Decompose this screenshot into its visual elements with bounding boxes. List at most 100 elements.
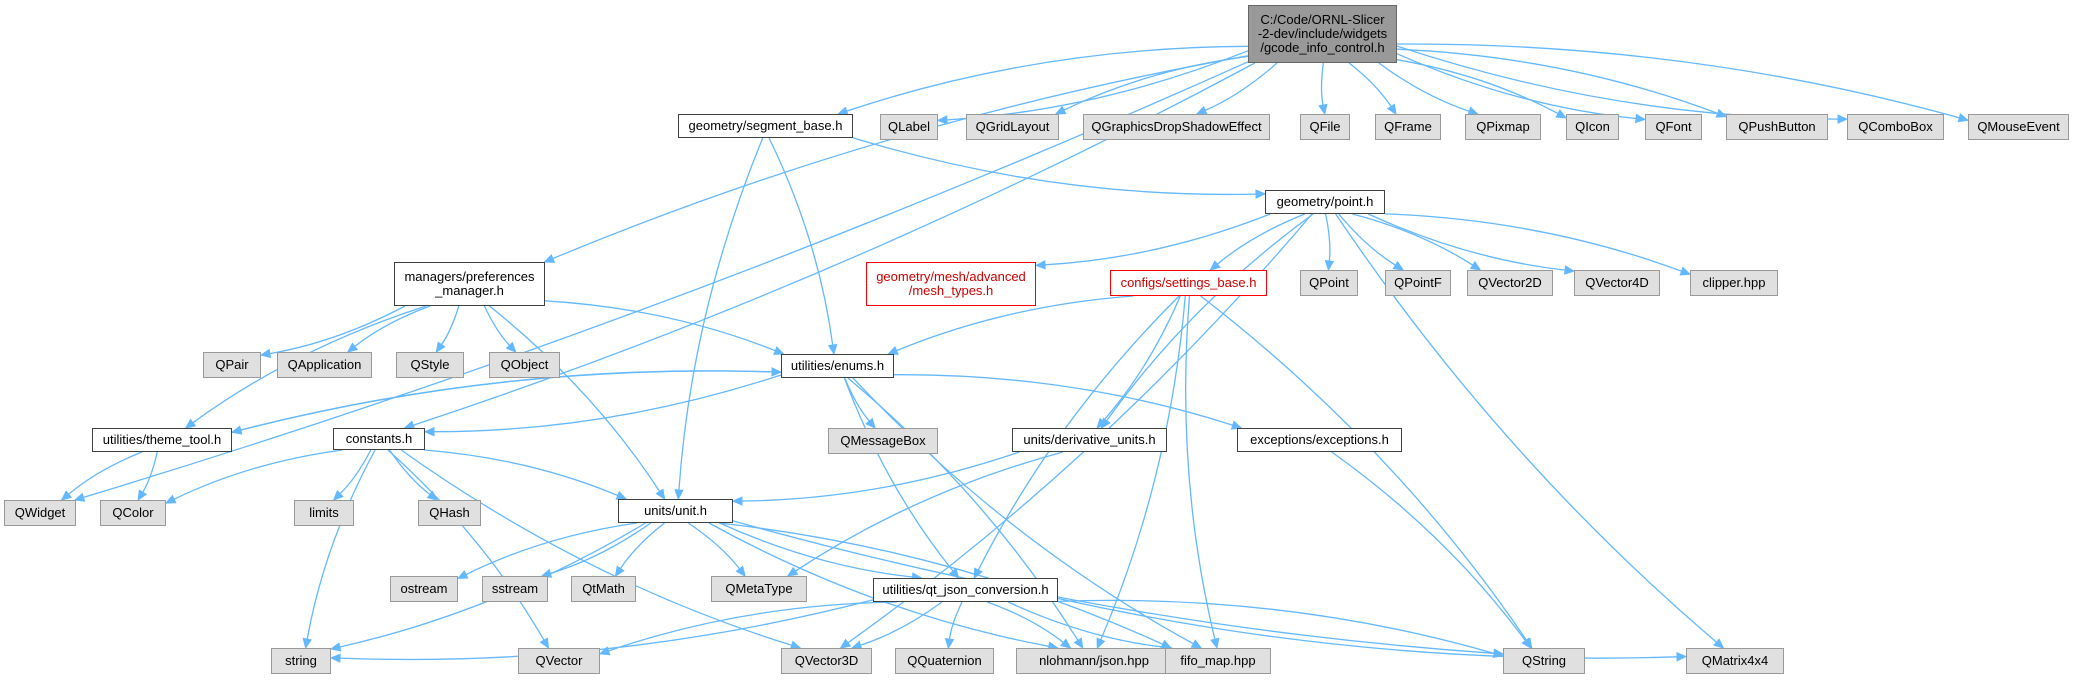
- node-label: QVector2D: [1478, 276, 1542, 290]
- node-qpoint[interactable]: QPoint: [1300, 270, 1358, 296]
- edge-unit-to-fifo: [718, 522, 1164, 645]
- edge-arrowhead-prefs-to-unit: [655, 488, 666, 501]
- edge-enums-to-constants: [433, 374, 782, 433]
- edge-arrowhead-enums-to-qmessagebox: [865, 417, 876, 429]
- node-label-line: fifo_map.hpp: [1180, 653, 1256, 668]
- edge-arrowhead-point-to-qvector4d: [1564, 265, 1576, 275]
- edge-root-to-qshadow: [1204, 62, 1278, 111]
- edge-arrowhead-prefs-to-qapplication: [346, 342, 359, 353]
- node-label-line: QStyle: [410, 357, 450, 372]
- node-qhash[interactable]: QHash: [418, 500, 481, 526]
- node-qtjson[interactable]: utilities/qt_json_conversion.h: [873, 578, 1058, 602]
- node-meshtypes[interactable]: geometry/mesh/advanced/mesh_types.h: [866, 262, 1036, 306]
- node-qframe[interactable]: QFrame: [1375, 114, 1441, 140]
- node-qvector4d[interactable]: QVector4D: [1574, 270, 1660, 296]
- edge-prefs-to-unit: [489, 305, 661, 492]
- node-label-line: geometry/point.h: [1276, 194, 1374, 209]
- edge-arrowhead-qtjson-to-qmatrix: [1676, 652, 1688, 662]
- edge-unit-to-qtjson: [719, 522, 913, 578]
- node-label: QMessageBox: [840, 434, 925, 448]
- node-label-line: QPushButton: [1738, 119, 1816, 134]
- edge-arrowhead-root-to-qcombobox: [1837, 114, 1849, 124]
- node-label-line: QFrame: [1384, 119, 1432, 134]
- node-string[interactable]: string: [271, 648, 331, 674]
- node-segment[interactable]: geometry/segment_base.h: [678, 114, 853, 138]
- node-qtmath[interactable]: QtMath: [571, 576, 636, 602]
- node-sstream[interactable]: sstream: [482, 576, 548, 602]
- node-theme[interactable]: utilities/theme_tool.h: [92, 428, 232, 452]
- edge-arrowhead-point-to-qvector2d: [1469, 260, 1482, 271]
- node-label-line: QtMath: [582, 581, 625, 596]
- node-derivative[interactable]: units/derivative_units.h: [1012, 428, 1167, 452]
- node-settings[interactable]: configs/settings_base.h: [1110, 270, 1267, 296]
- node-qstyle[interactable]: QStyle: [396, 352, 464, 378]
- edge-arrowhead-qtjson-to-json: [1060, 638, 1072, 649]
- node-label-line: utilities/enums.h: [790, 358, 885, 373]
- edge-arrowhead-point-to-meshtypes: [1034, 260, 1046, 270]
- node-qpointf[interactable]: QPointF: [1385, 270, 1451, 296]
- node-qfile[interactable]: QFile: [1300, 114, 1350, 140]
- edge-theme-to-qwidget: [68, 451, 143, 495]
- node-qicon[interactable]: QIcon: [1566, 114, 1619, 140]
- node-qvector2d[interactable]: QVector2D: [1467, 270, 1553, 296]
- node-qpushbutton[interactable]: QPushButton: [1726, 114, 1828, 140]
- node-qapplication[interactable]: QApplication: [277, 352, 372, 378]
- node-qmetatype[interactable]: QMetaType: [711, 576, 807, 602]
- node-unit[interactable]: units/unit.h: [618, 499, 733, 523]
- node-qpair[interactable]: QPair: [203, 352, 261, 378]
- node-qcombobox[interactable]: QComboBox: [1847, 114, 1944, 140]
- edge-unit-to-qstring: [732, 520, 1495, 654]
- node-qshadow[interactable]: QGraphicsDropShadowEffect: [1083, 114, 1270, 140]
- node-qmessagebox[interactable]: QMessageBox: [828, 428, 938, 454]
- node-qstring[interactable]: QString: [1503, 648, 1585, 674]
- node-exceptions[interactable]: exceptions/exceptions.h: [1237, 428, 1402, 452]
- node-json[interactable]: nlohmann/json.hpp: [1016, 648, 1172, 674]
- edge-arrowhead-derivative-to-qmetatype: [786, 566, 799, 577]
- edge-prefs-to-enums: [544, 300, 776, 352]
- node-label: QIcon: [1575, 120, 1610, 134]
- edge-settings-to-derivative: [1102, 295, 1181, 422]
- edge-arrowhead-theme-to-enums: [771, 367, 783, 377]
- node-qvector[interactable]: QVector: [518, 648, 600, 674]
- node-qvector3d[interactable]: QVector3D: [781, 648, 872, 674]
- edge-root-to-qmouseevent: [1396, 43, 1960, 119]
- edge-arrowhead-point-to-qvector3d: [839, 638, 852, 649]
- node-label-line: QLabel: [888, 119, 930, 134]
- edge-arrowhead-prefs-to-enums: [773, 346, 785, 355]
- node-ostream[interactable]: ostream: [390, 576, 458, 602]
- node-prefs[interactable]: managers/preferences_manager.h: [394, 262, 545, 306]
- node-qquaternion[interactable]: QQuaternion: [895, 648, 994, 674]
- edge-settings-to-fifo: [1185, 295, 1216, 640]
- node-label: QPair: [215, 358, 248, 372]
- node-label: QApplication: [288, 358, 362, 372]
- node-limits[interactable]: limits: [294, 500, 354, 526]
- node-label: clipper.hpp: [1703, 276, 1766, 290]
- edge-constants-to-limits: [339, 449, 372, 495]
- node-qwidget[interactable]: QWidget: [4, 500, 76, 526]
- node-root[interactable]: C:/Code/ORNL-Slicer-2-dev/include/widget…: [1248, 5, 1397, 63]
- edge-root-to-qgridlayout: [1063, 55, 1249, 111]
- node-qmatrix[interactable]: QMatrix4x4: [1686, 648, 1784, 674]
- edge-arrowhead-qtjson-to-string: [329, 653, 341, 663]
- node-qmouseevent[interactable]: QMouseEvent: [1968, 114, 2069, 140]
- edge-root-to-qframe: [1348, 62, 1392, 107]
- node-label: QMatrix4x4: [1702, 654, 1768, 668]
- edge-point-to-qvector4d: [1368, 213, 1566, 271]
- node-qcolor[interactable]: QColor: [100, 500, 166, 526]
- node-point[interactable]: geometry/point.h: [1265, 190, 1385, 214]
- node-label: QWidget: [15, 506, 66, 520]
- node-qfont[interactable]: QFont: [1645, 114, 1702, 140]
- node-qlabel[interactable]: QLabel: [880, 114, 938, 140]
- edge-derivative-to-qmetatype: [795, 451, 1064, 572]
- node-clipper[interactable]: clipper.hpp: [1690, 270, 1778, 296]
- node-qobject[interactable]: QObject: [489, 352, 560, 378]
- node-enums[interactable]: utilities/enums.h: [781, 354, 894, 378]
- node-label-line: QPointF: [1394, 275, 1442, 290]
- node-qgridlayout[interactable]: QGridLayout: [966, 114, 1059, 140]
- node-qpixmap[interactable]: QPixmap: [1465, 114, 1541, 140]
- node-constants[interactable]: constants.h: [333, 428, 425, 450]
- node-fifo[interactable]: fifo_map.hpp: [1165, 648, 1271, 674]
- edge-arrowhead-unit-to-qtmath: [614, 565, 625, 578]
- edge-qtjson-to-qquaternion: [948, 601, 963, 640]
